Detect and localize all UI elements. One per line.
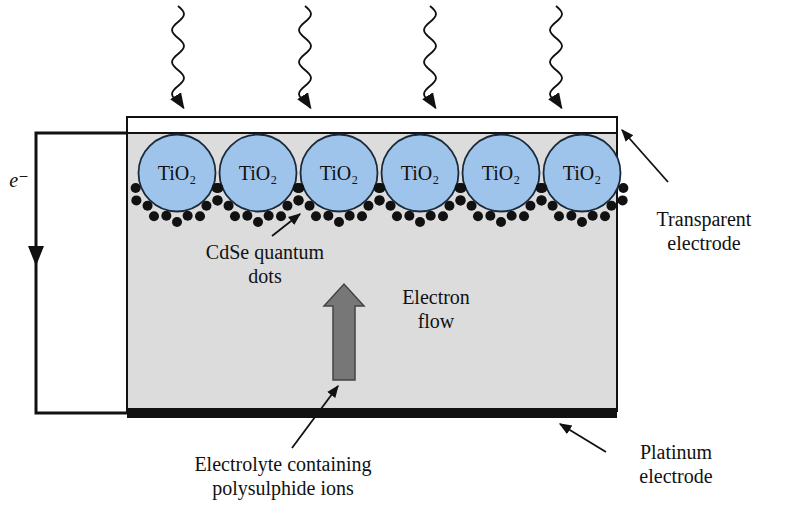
leader-arrow [292, 386, 338, 448]
tio2-particle: TiO₂ [218, 133, 298, 213]
part-label: Transparent electrode [626, 207, 782, 255]
quantum-dot [311, 211, 321, 221]
quantum-dot [276, 211, 286, 221]
quantum-dot [426, 211, 436, 221]
light-ray [424, 6, 436, 108]
quantum-dot [357, 211, 367, 221]
quantum-dot [618, 195, 628, 205]
quantum-dot [253, 217, 263, 227]
quantum-dot [455, 195, 465, 205]
circuit-wire [36, 133, 127, 413]
part-label: CdSe quantum dots [194, 240, 336, 288]
quantum-dot [415, 217, 425, 227]
quantum-dot [294, 195, 304, 205]
quantum-dot [473, 211, 483, 221]
quantum-dot [588, 211, 598, 221]
platinum-electrode [127, 408, 617, 418]
quantum-dot [566, 211, 576, 221]
particle-label: TiO₂ [542, 133, 622, 213]
quantum-dot [507, 211, 517, 221]
quantum-dot [212, 195, 222, 205]
quantum-dot [496, 217, 506, 227]
leader-arrow [622, 130, 668, 182]
light-ray [550, 6, 562, 108]
tio2-particle: TiO₂ [299, 133, 379, 213]
part-label: Electron flow [386, 285, 486, 333]
quantum-dot [149, 211, 159, 221]
quantum-dot [456, 195, 466, 205]
quantum-dot [323, 211, 333, 221]
part-label: Platinum electrode [603, 440, 749, 488]
quantum-dot [600, 211, 610, 221]
quantum-dot [485, 211, 495, 221]
particle-label: TiO₂ [299, 133, 379, 213]
quantum-dot [242, 211, 252, 221]
quantum-dot [293, 195, 303, 205]
quantum-dot [404, 211, 414, 221]
particle-label: TiO₂ [137, 133, 217, 213]
quantum-dot [537, 195, 547, 205]
light-ray [172, 6, 184, 108]
current-arrow [28, 246, 44, 266]
leader-arrow [272, 214, 300, 236]
tio2-particle: TiO₂ [542, 133, 622, 213]
particle-label: TiO₂ [461, 133, 541, 213]
quantum-dot [392, 211, 402, 221]
quantum-dot [374, 195, 384, 205]
tio2-particle: TiO₂ [137, 133, 217, 213]
leader-arrow [560, 424, 606, 452]
flow-arrow [324, 284, 364, 380]
quantum-dot [554, 211, 564, 221]
quantum-dot [172, 217, 182, 227]
light-ray [299, 6, 311, 108]
quantum-dot [195, 211, 205, 221]
part-label: Electrolyte containing polysulphide ions [158, 452, 408, 500]
quantum-dot [131, 195, 141, 205]
particle-label: TiO₂ [380, 133, 460, 213]
tio2-particle: TiO₂ [380, 133, 460, 213]
quantum-dot [375, 195, 385, 205]
quantum-dot [577, 217, 587, 227]
quantum-dot [264, 211, 274, 221]
quantum-dot [161, 211, 171, 221]
quantum-dot [438, 211, 448, 221]
part-label: e⁻ [4, 168, 34, 192]
light-rays [172, 6, 562, 108]
quantum-dot [519, 211, 529, 221]
particle-label: TiO₂ [218, 133, 298, 213]
tio2-particle: TiO₂ [461, 133, 541, 213]
quantum-dot [213, 195, 223, 205]
quantum-dot [536, 195, 546, 205]
quantum-dot [618, 183, 628, 193]
quantum-dot [345, 211, 355, 221]
quantum-dot [334, 217, 344, 227]
quantum-dot [183, 211, 193, 221]
transparent-electrode [127, 117, 617, 133]
quantum-dot [230, 211, 240, 221]
quantum-dot [131, 183, 141, 193]
